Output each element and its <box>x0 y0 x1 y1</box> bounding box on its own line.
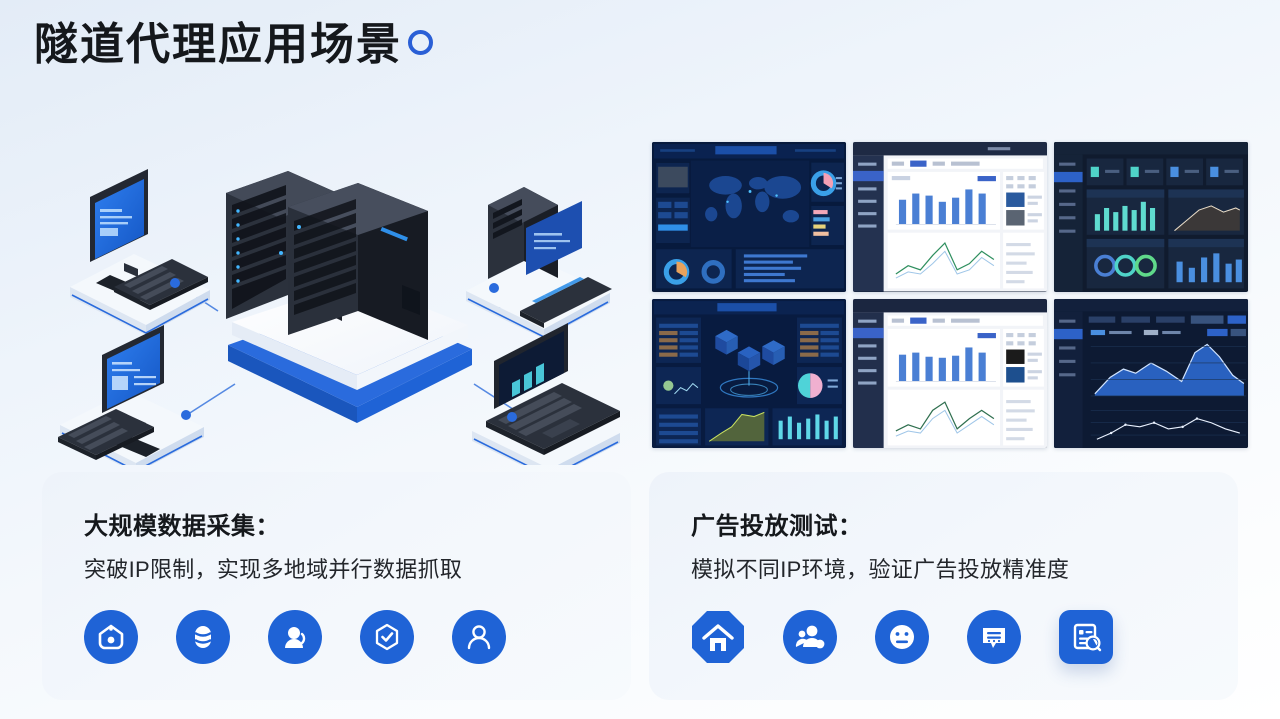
dashboard-thumbnail[interactable] <box>1054 142 1248 292</box>
card-icon-row <box>691 610 1196 664</box>
house-octagon-icon[interactable] <box>691 610 745 664</box>
users-group-icon[interactable] <box>783 610 837 664</box>
card-data-collection: 大规模数据采集： 突破IP限制，实现多地域并行数据抓取 <box>42 472 631 700</box>
page-title-group: 隧道代理应用场景 <box>34 14 433 76</box>
page-title: 隧道代理应用场景 <box>34 20 402 69</box>
dashboard-screenshot-gallery <box>652 142 1248 448</box>
isometric-network-diagram <box>42 135 642 465</box>
scenario-cards: 大规模数据采集： 突破IP限制，实现多地域并行数据抓取 <box>42 472 1238 700</box>
dashboard-thumbnail[interactable] <box>652 298 846 448</box>
dashboard-thumbnail[interactable] <box>853 142 1047 292</box>
card-subtitle: 突破IP限制，实现多地域并行数据抓取 <box>84 557 463 582</box>
card-title: 大规模数据采集： <box>84 513 280 540</box>
neutral-face-icon[interactable] <box>875 610 929 664</box>
dashboard-thumbnail[interactable] <box>853 298 1047 448</box>
home-shield-icon[interactable] <box>84 610 138 664</box>
support-agent-icon[interactable] <box>268 610 322 664</box>
card-title: 广告投放测试： <box>691 513 863 540</box>
database-icon[interactable] <box>176 610 230 664</box>
ring-dot-icon <box>408 30 433 55</box>
card-icon-row <box>84 610 589 664</box>
shield-check-icon[interactable] <box>360 610 414 664</box>
chat-bubble-icon[interactable] <box>967 610 1021 664</box>
user-icon[interactable] <box>452 610 506 664</box>
card-ad-testing: 广告投放测试： 模拟不同IP环境，验证广告投放精准度 <box>649 472 1238 700</box>
document-search-icon[interactable] <box>1059 610 1113 664</box>
card-subtitle: 模拟不同IP环境，验证广告投放精准度 <box>691 557 1070 582</box>
dashboard-thumbnail[interactable] <box>652 142 846 292</box>
dashboard-thumbnail[interactable] <box>1054 298 1248 448</box>
